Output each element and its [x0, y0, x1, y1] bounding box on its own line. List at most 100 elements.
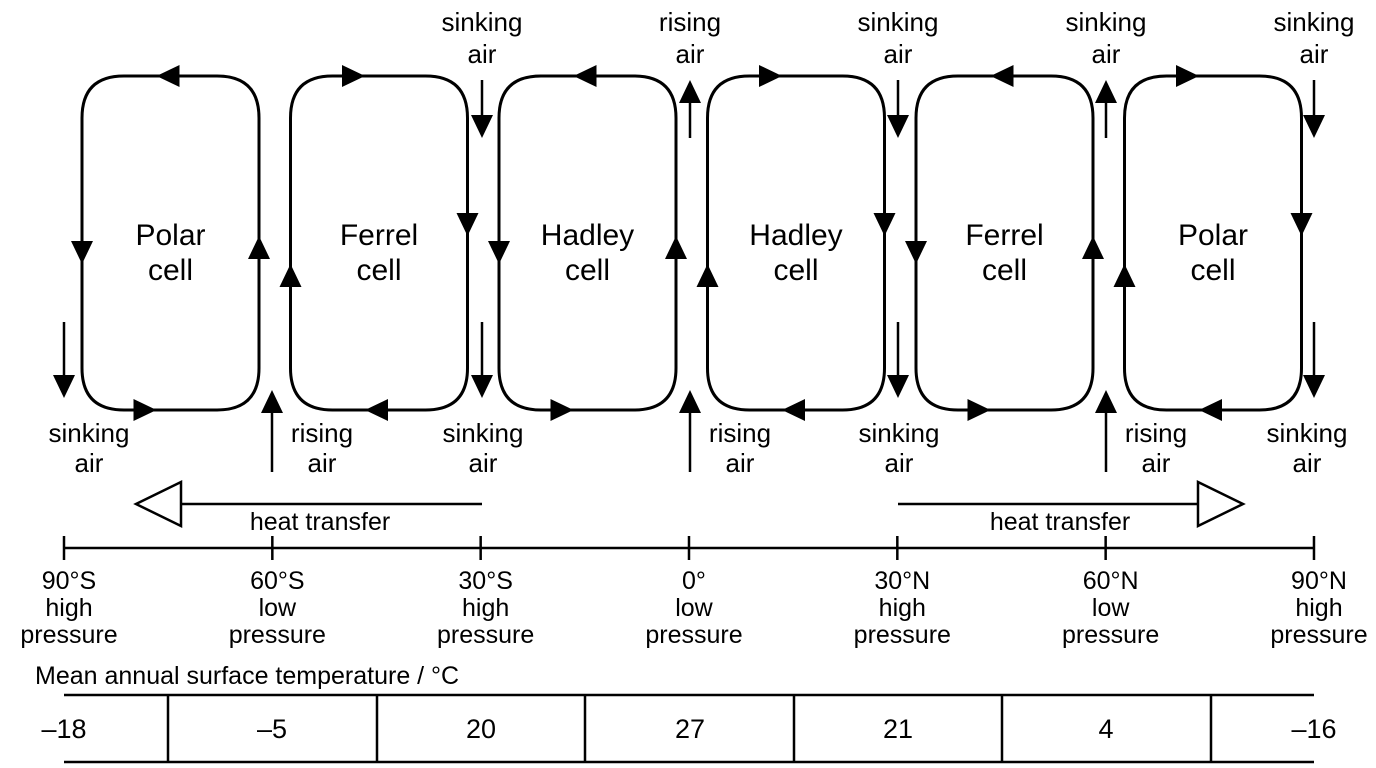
air-arrow	[1303, 322, 1325, 398]
air-label: air	[1092, 39, 1121, 69]
arrow-up-icon	[679, 390, 701, 413]
air-label: sinking	[1267, 418, 1348, 448]
air-arrow	[261, 390, 283, 472]
arrow-left-icon	[990, 65, 1014, 87]
cell-subtitle: cell	[356, 254, 401, 287]
air-label: air	[1142, 448, 1171, 478]
arrow-down-icon	[905, 241, 927, 264]
air-label: rising	[659, 7, 721, 37]
pressure-label: pressure	[1270, 621, 1367, 649]
cell-loop	[914, 74, 1095, 412]
arrow-down-icon	[488, 241, 510, 264]
arrow-right-icon	[342, 65, 365, 87]
arrow-up-icon	[679, 80, 701, 103]
cell-name: Ferrel	[340, 219, 418, 252]
arrow-left-icon	[782, 399, 805, 421]
latitude-axis: 90°Shighpressure60°Slowpressure30°Shighp…	[20, 536, 1368, 649]
temperature-value: 21	[883, 714, 913, 744]
arrow-down-icon	[471, 375, 493, 398]
cell-name: Polar	[135, 219, 205, 252]
pressure-label: pressure	[854, 621, 951, 649]
arrow-left-icon	[573, 65, 597, 87]
arrow-up-icon	[1095, 390, 1117, 413]
latitude-label: 30°N	[874, 567, 930, 595]
air-label: air	[885, 448, 914, 478]
cell-loop	[706, 74, 886, 412]
arrow-up-icon	[696, 264, 719, 287]
latitude-label: 0°	[682, 567, 706, 595]
heat-transfer-label-left: heat transfer	[250, 508, 390, 536]
air-label: rising	[709, 418, 771, 448]
arrow-right-icon	[550, 399, 574, 421]
pressure-label: pressure	[437, 621, 534, 649]
cell-name: Polar	[1178, 219, 1248, 252]
air-label: air	[468, 39, 497, 69]
cell-name: Hadley	[749, 219, 842, 252]
arrow-left-icon	[365, 399, 388, 421]
cell-name: Hadley	[541, 219, 634, 252]
air-arrow	[887, 322, 909, 398]
arrow-left-icon	[1199, 399, 1222, 421]
latitude-label: 60°N	[1083, 567, 1139, 595]
air-arrow	[1095, 390, 1117, 472]
pressure-label: pressure	[645, 621, 742, 649]
pressure-label: high	[45, 594, 92, 622]
pressure-label: high	[1295, 594, 1342, 622]
arrow-right-icon	[1176, 65, 1199, 87]
arrow-right-icon	[759, 65, 782, 87]
air-arrow	[887, 80, 909, 138]
air-label: sinking	[858, 7, 939, 37]
air-label: air	[884, 39, 913, 69]
temperature-value: 27	[675, 714, 705, 744]
air-arrow	[471, 322, 493, 398]
air-arrow	[679, 390, 701, 472]
air-label: air	[1300, 39, 1329, 69]
arrow-up-icon	[248, 236, 270, 259]
arrow-left-icon	[156, 65, 180, 87]
arrow-up-icon	[279, 264, 302, 287]
arrow-up-icon	[1095, 80, 1117, 103]
air-label: sinking	[859, 418, 940, 448]
air-label: air	[1293, 448, 1322, 478]
arrow-down-icon	[1290, 213, 1313, 236]
arrow-right-icon	[967, 399, 991, 421]
temperature-value: –16	[1291, 714, 1336, 744]
circulation-cells: PolarcellFerrelcellHadleycellHadleycellF…	[71, 65, 1313, 421]
air-label: sinking	[49, 418, 130, 448]
air-label: sinking	[1066, 7, 1147, 37]
air-movement-arrows: sinkingairrisingairsinkingairsinkingairs…	[49, 7, 1355, 478]
arrow-up-icon	[1082, 236, 1104, 259]
air-label: sinking	[442, 7, 523, 37]
heat-transfer-arrow-right: heat transfer	[898, 479, 1246, 536]
arrow-right-icon	[133, 399, 157, 421]
temperature-value: 4	[1098, 714, 1113, 744]
air-arrow	[471, 80, 493, 138]
pressure-label: high	[879, 594, 926, 622]
heat-transfer-arrows: heat transfer heat transfer	[133, 479, 1246, 536]
temperature-value: –5	[257, 714, 287, 744]
air-label: air	[726, 448, 755, 478]
latitude-label: 60°S	[250, 567, 304, 595]
arrow-down-icon	[456, 213, 479, 236]
cell-subtitle: cell	[565, 254, 610, 287]
air-label: sinking	[443, 418, 524, 448]
air-label: rising	[291, 418, 353, 448]
